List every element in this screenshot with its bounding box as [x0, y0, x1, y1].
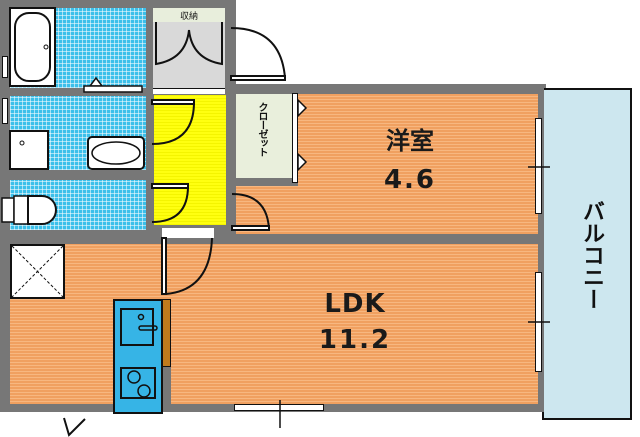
- wall-bath-wash: [0, 88, 150, 96]
- wall-wash-toilet: [0, 170, 150, 180]
- toilet-icon: [1, 195, 57, 225]
- hallway-threshold: [162, 228, 214, 238]
- storage-room: 収納: [153, 8, 225, 88]
- ldk-size: 11.2: [318, 325, 392, 355]
- western-room-door: [231, 193, 270, 231]
- storage-folding-door-icon: [155, 22, 223, 66]
- window-ldk-bottom[interactable]: [234, 404, 324, 411]
- wall-wet-ldk: [0, 230, 162, 244]
- closet-wall-bottom: [236, 178, 298, 186]
- closet-doors[interactable]: [292, 93, 298, 183]
- storage-label-strip: [153, 8, 225, 22]
- refrigerator-space-icon: [10, 244, 65, 299]
- window-balcony-upper[interactable]: [535, 118, 542, 214]
- wall-hall-ldk-right: [214, 234, 544, 244]
- washing-machine-pan-icon: [9, 130, 49, 170]
- wall-room-balcony: [538, 88, 544, 412]
- washroom-door: [151, 99, 195, 145]
- storage-threshold: [153, 88, 225, 94]
- ldk-floor: [10, 244, 538, 404]
- hallway-floor: [154, 95, 226, 225]
- western-room-name: 洋室: [386, 127, 434, 155]
- washbasin-icon: [87, 136, 145, 170]
- closet-door-hinge-icon: [297, 98, 308, 172]
- ldk-door: [161, 237, 213, 295]
- kitchen-sink-icon: [120, 308, 154, 346]
- closet-room-top: [236, 94, 293, 178]
- kitchen-wall: [163, 367, 171, 411]
- ldk-name: LDK: [324, 289, 386, 319]
- bathtub-icon: [9, 7, 56, 87]
- window-wash[interactable]: [2, 98, 8, 124]
- western-room-size: 4.6: [383, 165, 437, 195]
- balcony-label: バルコニー: [579, 200, 604, 310]
- toilet-door: [151, 183, 189, 223]
- stove-icon: [120, 367, 156, 399]
- storage-entry-door: [230, 27, 286, 81]
- window-bath[interactable]: [2, 56, 8, 78]
- closet-label-display: クローゼット: [256, 102, 267, 156]
- bath-step-icon: [88, 76, 104, 87]
- storage-label: 収納: [179, 12, 198, 22]
- kitchen-board: [162, 299, 171, 367]
- front-door: [60, 412, 86, 437]
